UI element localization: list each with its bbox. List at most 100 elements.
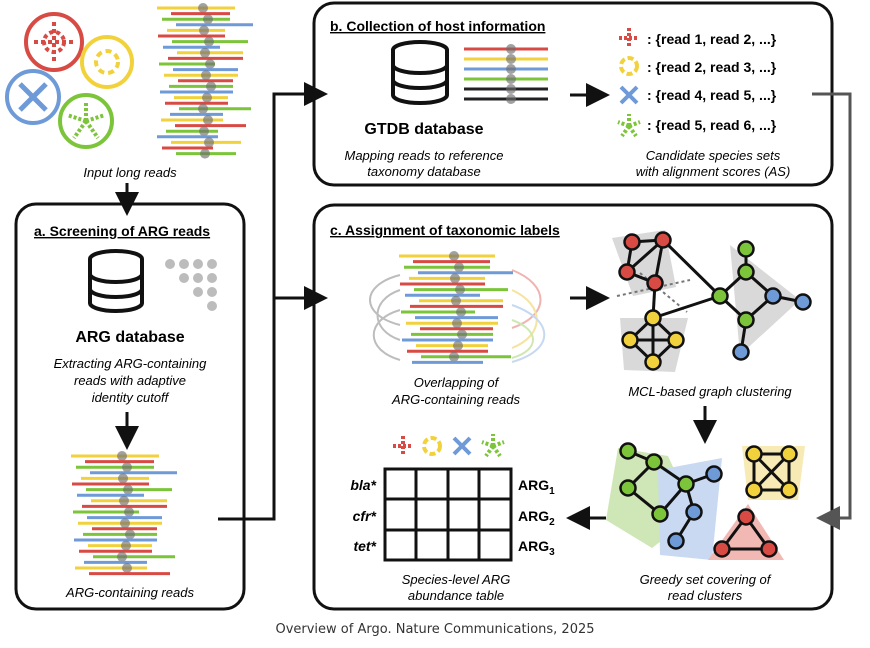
- panel-b-caption-line: Mapping reads to reference: [345, 148, 504, 163]
- mapped-read-marker: [506, 54, 516, 64]
- sequence-dot: [179, 259, 189, 269]
- arg-marker: [202, 92, 212, 103]
- panel-a-caption: Extracting ARG-containing reads with ada…: [54, 356, 207, 405]
- overview-figure: a. Screening of ARG reads b. Collection …: [5, 1, 852, 611]
- row-label-tet: tet*: [353, 538, 376, 554]
- sequence-dot: [207, 287, 217, 297]
- overlap-caption-line: Overlapping of: [414, 375, 500, 390]
- arg-marker: [449, 251, 459, 261]
- species-set-list: : {read 1, read 2, ...} : {read 2, read …: [617, 28, 777, 138]
- mapped-read-marker: [506, 64, 516, 74]
- arg-marker: [199, 25, 209, 36]
- arg-marker: [118, 473, 128, 484]
- arg-marker: [204, 36, 214, 47]
- arg-marker: [125, 529, 135, 540]
- arg-marker: [117, 451, 127, 461]
- arg-marker: [203, 115, 213, 125]
- arg-marker: [457, 329, 467, 340]
- yellow-microbe-icon: [80, 35, 134, 89]
- arg-marker: [117, 551, 127, 562]
- input-microbes: [5, 12, 134, 149]
- panel-a-title: a. Screening of ARG reads: [34, 223, 210, 239]
- arg-database-icon: [88, 249, 144, 313]
- panel-b-right-caption-line: with alignment scores (AS): [636, 164, 791, 179]
- panel-a-caption-line: identity cutoff: [92, 390, 170, 405]
- arg-marker: [198, 3, 208, 13]
- arg-marker: [200, 47, 210, 58]
- input-caption: Input long reads: [83, 165, 177, 180]
- arg-marker: [203, 14, 213, 25]
- green-microbe-icon: [617, 114, 641, 138]
- figure-footer: Overview of Argo. Nature Communications,…: [275, 622, 595, 637]
- sequence-dot: [207, 259, 217, 269]
- overlap-arcs: [369, 269, 545, 363]
- arg-marker: [449, 351, 459, 362]
- sequence-dot: [193, 287, 203, 297]
- mapped-read-marker: [506, 44, 516, 54]
- arg-marker: [455, 284, 465, 295]
- species-set-text: : {read 2, read 3, ...}: [647, 59, 777, 75]
- reference-genomes-icon: [464, 44, 548, 104]
- arg-label-3: ARG3: [518, 538, 555, 558]
- green-microbe-icon: [58, 93, 114, 149]
- yellow-microbe-icon: [619, 56, 639, 76]
- yellow-microbe-icon: [422, 436, 442, 456]
- table-caption-line: abundance table: [408, 588, 504, 603]
- arg-marker: [124, 507, 134, 517]
- mapped-read-marker: [506, 84, 516, 94]
- gtdb-database-label: GTDB database: [364, 121, 483, 138]
- species-set-text: : {read 4, read 5, ...}: [647, 87, 777, 103]
- arg-marker: [450, 273, 460, 284]
- arg-marker: [122, 462, 132, 473]
- sequence-dot: [193, 273, 203, 283]
- mapped-read-marker: [506, 74, 516, 84]
- species-set-row: : {read 1, read 2, ...}: [619, 28, 777, 48]
- panel-c-title: c. Assignment of taxonomic labels: [330, 222, 560, 238]
- arg-containing-reads: [71, 451, 177, 576]
- arrow-b-to-greedy: [812, 92, 852, 530]
- arg-marker: [453, 340, 463, 351]
- greedy-clusters: [606, 442, 805, 560]
- red-microbe-icon: [24, 12, 84, 72]
- species-set-text: : {read 5, read 6, ...}: [647, 117, 777, 133]
- arg-marker: [123, 484, 133, 495]
- arg-marker: [451, 295, 461, 306]
- mcl-graph: [612, 230, 812, 372]
- panel-b-caption-line: taxonomy database: [367, 164, 480, 179]
- sequence-dot: [179, 273, 189, 283]
- arg-marker: [452, 318, 462, 329]
- blue-microbe-icon: [452, 436, 472, 456]
- arg-marker: [122, 563, 132, 573]
- table-header-icons: [393, 434, 505, 458]
- panel-a-caption-line: reads with adaptive: [74, 373, 186, 388]
- species-set-row: : {read 2, read 3, ...}: [619, 56, 777, 76]
- arg-label-2: ARG2: [518, 508, 555, 528]
- blue-microbe-icon: [5, 69, 61, 125]
- arg-marker: [204, 137, 214, 148]
- arg-marker: [120, 518, 130, 529]
- arg-sequence-dots-icon: [165, 259, 217, 311]
- species-set-row: : {read 4, read 5, ...}: [619, 85, 777, 105]
- species-set-text: : {read 1, read 2, ...}: [647, 31, 777, 47]
- arg-marker: [205, 59, 215, 69]
- panel-b-title: b. Collection of host information: [330, 18, 545, 34]
- row-label-cfr: cfr*: [353, 508, 377, 524]
- arg-marker: [201, 70, 211, 81]
- panel-a-bottom-caption: ARG-containing reads: [65, 585, 194, 600]
- gtdb-database-icon: [391, 40, 449, 105]
- arg-marker: [199, 126, 209, 137]
- greedy-caption-line: read clusters: [668, 588, 743, 603]
- arg-marker: [200, 148, 210, 159]
- arrow-a-to-b: [218, 82, 328, 521]
- red-microbe-icon: [619, 28, 639, 48]
- arg-marker: [456, 307, 466, 317]
- panel-a-caption-line: Extracting ARG-containing: [54, 356, 207, 371]
- arg-marker: [206, 81, 216, 92]
- table-caption-line: Species-level ARG: [402, 572, 511, 587]
- mcl-caption: MCL-based graph clustering: [628, 384, 792, 399]
- row-label-bla: bla*: [350, 477, 376, 493]
- overlap-caption-line: ARG-containing reads: [391, 392, 520, 407]
- arg-marker: [121, 540, 131, 551]
- red-microbe-icon: [393, 436, 413, 456]
- blue-microbe-icon: [619, 85, 639, 105]
